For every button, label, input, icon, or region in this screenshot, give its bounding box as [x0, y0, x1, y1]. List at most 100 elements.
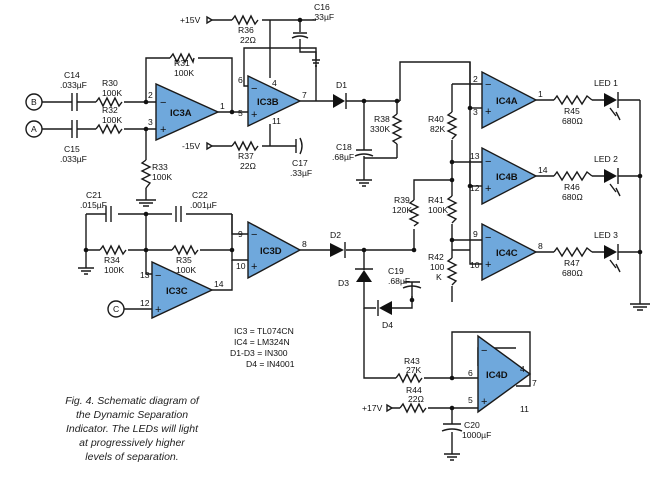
svg-text:+: +	[485, 106, 491, 118]
value-c21: .015µF	[80, 200, 107, 210]
value-r42: 100	[430, 262, 445, 272]
value-r38: 330K	[370, 124, 390, 134]
ic-labels: IC3A IC3B IC3C IC3D IC4A IC4B IC4C IC4D	[166, 96, 518, 381]
svg-text:5: 5	[468, 395, 473, 405]
svg-text:8: 8	[538, 241, 543, 251]
resistor-r31	[169, 52, 195, 65]
label-r40: R40	[428, 114, 444, 124]
value-r41: 100K	[428, 205, 448, 215]
caption-line-5: levels of separation.	[85, 451, 178, 463]
value-c17: .33µF	[290, 168, 312, 178]
capacitor-c14	[62, 93, 82, 111]
capacitor-c20	[441, 423, 463, 432]
figure-caption: Fig. 4. Schematic diagram of the Dynamic…	[65, 395, 200, 463]
led-1	[604, 92, 621, 121]
label-c16: C16	[314, 2, 330, 12]
svg-text:−: −	[251, 229, 257, 241]
label-c14: C14	[64, 70, 80, 80]
svg-text:14: 14	[538, 165, 548, 175]
svg-text:+: +	[485, 259, 491, 271]
label-r47: R47	[564, 258, 580, 268]
value-r31: 100K	[174, 68, 194, 78]
capacitor-c15	[62, 120, 82, 138]
label-r34: R34	[104, 255, 120, 265]
svg-text:6: 6	[468, 368, 473, 378]
label-ic4c: IC4C	[496, 248, 518, 259]
note-ic3: IC3 = TL074CN	[234, 326, 294, 336]
svg-text:−: −	[155, 270, 161, 282]
resistor-r47	[553, 246, 593, 258]
resistor-r39	[408, 199, 420, 227]
label-c22: C22	[192, 190, 208, 200]
opamp-ic3b	[247, 74, 302, 128]
label-r43: R43	[404, 356, 420, 366]
supply-labels: +15V -15V +17V	[180, 15, 394, 413]
opamp-ic4b	[481, 146, 538, 206]
label-ic3d: IC3D	[260, 246, 282, 257]
label-ic4b: IC4B	[496, 172, 518, 183]
resistor-r35	[171, 244, 199, 256]
value-c22: .001µF	[190, 200, 217, 210]
capacitor-c19	[402, 281, 422, 289]
resistor-r44	[399, 402, 427, 414]
value-c15: .033µF	[60, 154, 87, 164]
diode-d3	[355, 268, 373, 282]
svg-text:+: +	[160, 124, 166, 136]
label-r41: R41	[428, 195, 444, 205]
resistor-r42	[446, 257, 458, 286]
value-c16: .33µF	[312, 12, 334, 22]
wires	[42, 19, 641, 448]
supply-plus17: +17V	[362, 403, 383, 413]
part-notes: IC3 = TL074CN IC4 = LM324N D1-D3 = IN300…	[230, 326, 295, 369]
label-d4: D4	[382, 320, 393, 330]
note-d4: D4 = IN4001	[246, 359, 295, 369]
supply-minus15: -15V	[182, 141, 200, 151]
label-led3: LED 3	[594, 230, 618, 240]
capacitors	[62, 32, 463, 432]
svg-text:12: 12	[140, 298, 150, 308]
value-r34: 100K	[104, 265, 124, 275]
svg-text:1: 1	[538, 89, 543, 99]
value-r35: 100K	[176, 265, 196, 275]
value-r46: 680Ω	[562, 192, 583, 202]
pin-numbers: 2 3 1 6 5 7 4 11 2 3 1 13 12 14 9 10 8 9…	[140, 74, 548, 414]
svg-text:5: 5	[238, 108, 243, 118]
note-d1-d3: D1-D3 = IN300	[230, 348, 288, 358]
ground-r34	[78, 264, 94, 275]
opamp-ic3c	[151, 260, 214, 320]
label-r46: R46	[564, 182, 580, 192]
label-r32: R32	[102, 105, 118, 115]
ground-r33	[136, 196, 156, 207]
value-r43: 27K	[406, 365, 422, 375]
label-r39: R39	[394, 195, 410, 205]
supply-plus15: +15V	[180, 15, 201, 25]
resistor-r32	[95, 123, 123, 135]
label-ic3c: IC3C	[166, 286, 188, 297]
svg-text:+: +	[155, 304, 161, 316]
label-r33: R33	[152, 162, 168, 172]
label-d3: D3	[338, 278, 349, 288]
svg-text:3: 3	[148, 117, 153, 127]
svg-text:10: 10	[236, 261, 246, 271]
resistor-r41	[446, 195, 458, 224]
led-3	[604, 244, 621, 273]
svg-text:9: 9	[238, 229, 243, 239]
ground-leds	[630, 300, 650, 311]
input-b-label: B	[31, 97, 37, 107]
caption-line-3: Indicator. The LEDs will light	[66, 423, 199, 435]
label-d1: D1	[336, 80, 347, 90]
value-c19: .68µF	[388, 276, 410, 286]
value-r44: 22Ω	[408, 394, 425, 404]
label-d2: D2	[330, 230, 341, 240]
svg-text:11: 11	[520, 404, 529, 414]
svg-text:−: −	[251, 83, 257, 95]
svg-text:7: 7	[532, 378, 537, 388]
label-r31: R31	[174, 58, 190, 68]
resistor-r43	[395, 372, 423, 384]
opamp-ic4d	[477, 334, 532, 414]
resistor-r38	[391, 113, 403, 145]
input-c-label: C	[113, 304, 119, 314]
opamp-polarity-marks: −+ −+ −+ −+ −+ −+ −+ −+	[155, 79, 491, 408]
label-led2: LED 2	[594, 154, 618, 164]
